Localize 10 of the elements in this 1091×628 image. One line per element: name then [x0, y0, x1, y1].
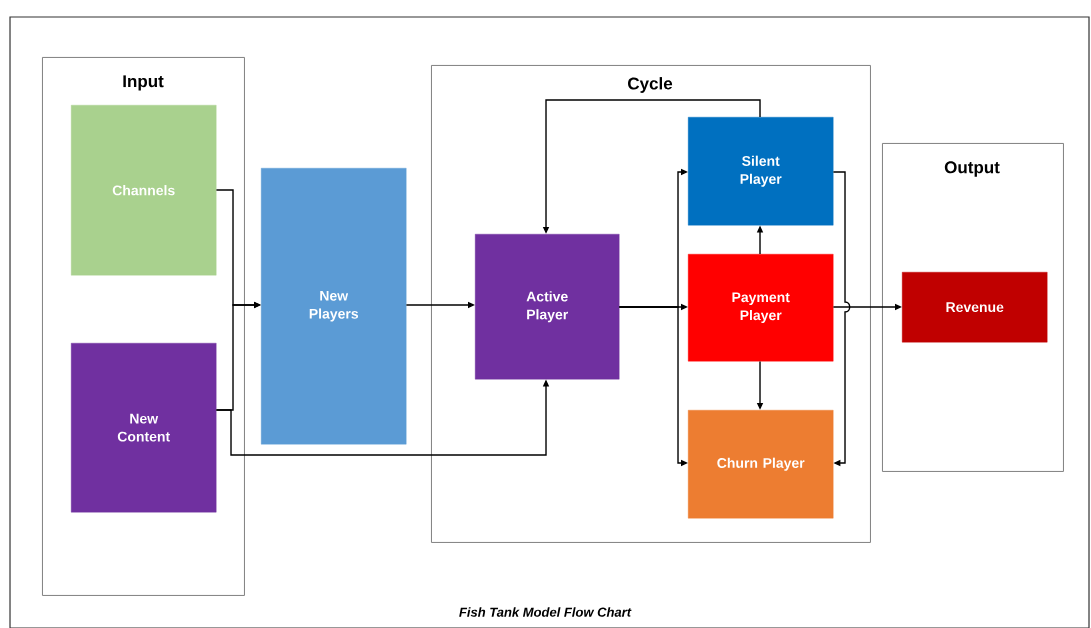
process-box: Payment Player: [688, 254, 834, 362]
process-box: Churn Player: [688, 410, 834, 519]
process-box: Silent Player: [688, 117, 834, 226]
arrow: [832, 171, 851, 467]
process-box: Active Player: [475, 234, 620, 380]
process-box: New Content: [71, 343, 217, 513]
caption: Fish Tank Model Flow Chart: [459, 607, 632, 617]
process-box: New Players: [261, 168, 407, 445]
process-box: Channels: [71, 105, 217, 276]
process-box: Revenue: [902, 272, 1048, 343]
